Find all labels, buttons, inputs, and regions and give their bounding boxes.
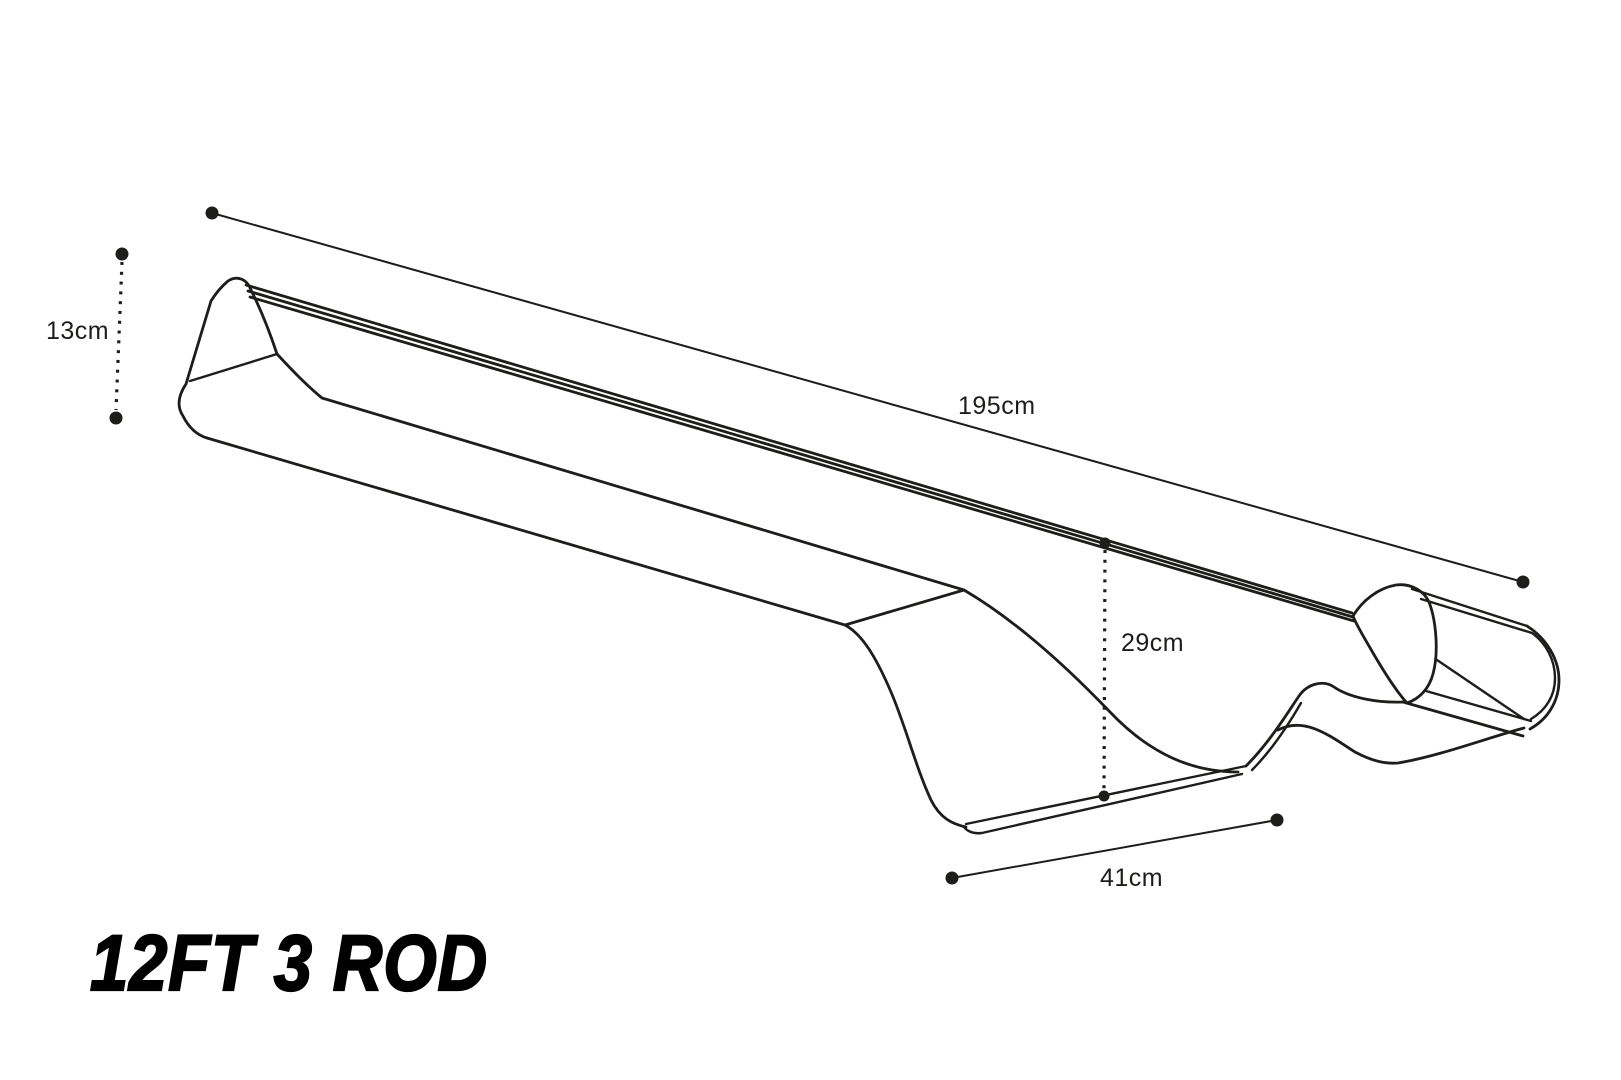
end-bottom-edge-outer xyxy=(1401,700,1525,738)
ridge-seam-line-1 xyxy=(244,283,1354,615)
front-face-outline xyxy=(177,276,253,440)
dimension-endpoint-dot xyxy=(1516,575,1530,589)
dimension-length-195cm: 195cm xyxy=(205,206,1530,589)
dimension-line-41cm xyxy=(951,819,1278,879)
dimension-end-height-13cm: 13cm xyxy=(46,247,129,425)
end-cap-outer xyxy=(1525,624,1561,731)
dimension-dashed-line-13cm xyxy=(114,261,124,411)
ridge-seam-line-2 xyxy=(246,289,1355,619)
dimension-pocket-41cm: 41cm xyxy=(945,813,1284,892)
pocket-bottom-seam-lower xyxy=(962,772,1244,835)
dimension-mid-height-29cm: 29cm xyxy=(1098,537,1184,802)
end-face-teardrop xyxy=(1351,583,1438,705)
dimension-label-29cm: 29cm xyxy=(1121,629,1184,657)
front-face-corner-curve xyxy=(275,352,324,400)
dimension-endpoint-dot xyxy=(945,871,959,885)
pocket-top-connector xyxy=(843,588,966,627)
pocket-left-curve xyxy=(843,623,968,829)
ridge-seam-line-3 xyxy=(248,295,1356,623)
end-bottom-edge-inner xyxy=(1424,689,1533,723)
dimension-endpoint-dot xyxy=(1270,813,1284,827)
dimension-label-41cm: 41cm xyxy=(1100,864,1163,892)
dimension-endpoint-dot xyxy=(115,247,129,261)
front-bottom-edge xyxy=(320,396,966,592)
bottom-edge xyxy=(205,436,847,627)
front-face-fold-line xyxy=(188,352,279,383)
end-top-edge-inner xyxy=(1419,597,1534,635)
dimension-endpoint-dot xyxy=(109,411,123,425)
dimension-label-195cm: 195cm xyxy=(958,392,1036,420)
pocket-right-curve xyxy=(962,588,1240,774)
drawing-title: 12FT 3 ROD xyxy=(90,918,488,1007)
pocket-right-rise-inner xyxy=(1250,701,1303,772)
holdall-drawing xyxy=(177,276,1561,835)
end-top-edge-outer xyxy=(1410,587,1529,628)
pocket-right-rise xyxy=(1244,681,1405,768)
dimension-dashed-line-29cm xyxy=(1102,549,1107,791)
dimension-line-195cm xyxy=(211,212,1524,583)
dimension-endpoint-dot xyxy=(205,206,219,220)
front-face-right-edge xyxy=(249,288,279,356)
dimension-label-13cm: 13cm xyxy=(46,317,109,345)
end-face-divider xyxy=(1435,658,1526,721)
dimension-endpoint-dot xyxy=(1099,537,1111,549)
end-cap-inner xyxy=(1529,631,1557,721)
lower-right-outline xyxy=(1276,723,1526,765)
dimension-endpoint-dot xyxy=(1098,790,1110,802)
